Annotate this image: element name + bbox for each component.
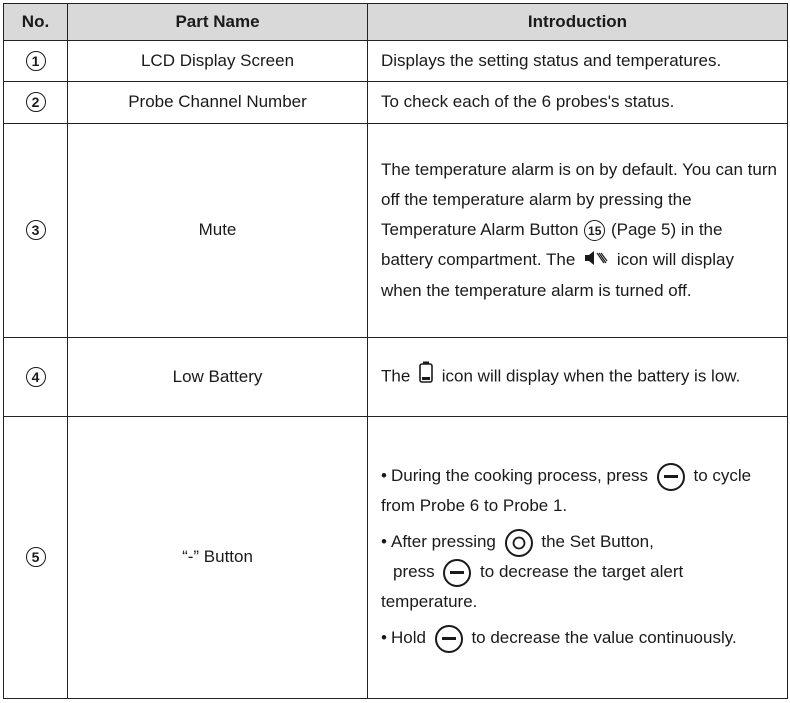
minus-button-icon [656, 462, 685, 491]
minus-button-icon [443, 558, 472, 587]
part-intro: •During the cooking process, press to cy… [367, 415, 788, 700]
row-number: 1 [25, 51, 46, 72]
list-item: •After pressing the Set Button, press to… [381, 527, 779, 617]
table-row: 5 “-” Button •During the cooking process… [3, 415, 788, 700]
row-number: 4 [25, 366, 46, 387]
part-name: Probe Channel Number [67, 81, 368, 124]
part-intro: The temperature alarm is on by default. … [367, 122, 788, 339]
low-battery-icon [419, 361, 433, 393]
reference-number: 15 [584, 220, 606, 242]
list-item: •Hold to decrease the value continuously… [381, 623, 779, 653]
table-row: 2 Probe Channel Number To check each of … [3, 81, 788, 124]
part-intro: To check each of the 6 probes's status. [367, 81, 788, 124]
part-name: LCD Display Screen [67, 39, 368, 83]
part-intro: Displays the setting status and temperat… [367, 39, 788, 83]
speaker-muted-icon [584, 246, 608, 276]
part-name: “-” Button [67, 415, 368, 700]
part-name: Low Battery [67, 337, 368, 417]
part-name: Mute [67, 122, 368, 339]
header-introduction: Introduction [367, 3, 788, 41]
table-row: 3 Mute The temperature alarm is on by de… [3, 122, 788, 339]
header-part-name: Part Name [67, 3, 368, 41]
minus-button-icon [434, 624, 463, 653]
table-row: 4 Low Battery The icon will display when… [3, 337, 788, 417]
row-number: 3 [25, 220, 46, 241]
header-no: No. [3, 3, 68, 41]
row-number: 2 [25, 92, 46, 113]
list-item: •During the cooking process, press to cy… [381, 461, 779, 521]
row-number: 5 [25, 547, 46, 568]
table-row: 1 LCD Display Screen Displays the settin… [3, 39, 788, 83]
table-header-row: No. Part Name Introduction [3, 3, 788, 41]
parts-table: No. Part Name Introduction 1 LCD Display… [3, 3, 788, 700]
set-button-icon [504, 528, 533, 557]
part-intro: The icon will display when the battery i… [367, 337, 788, 417]
